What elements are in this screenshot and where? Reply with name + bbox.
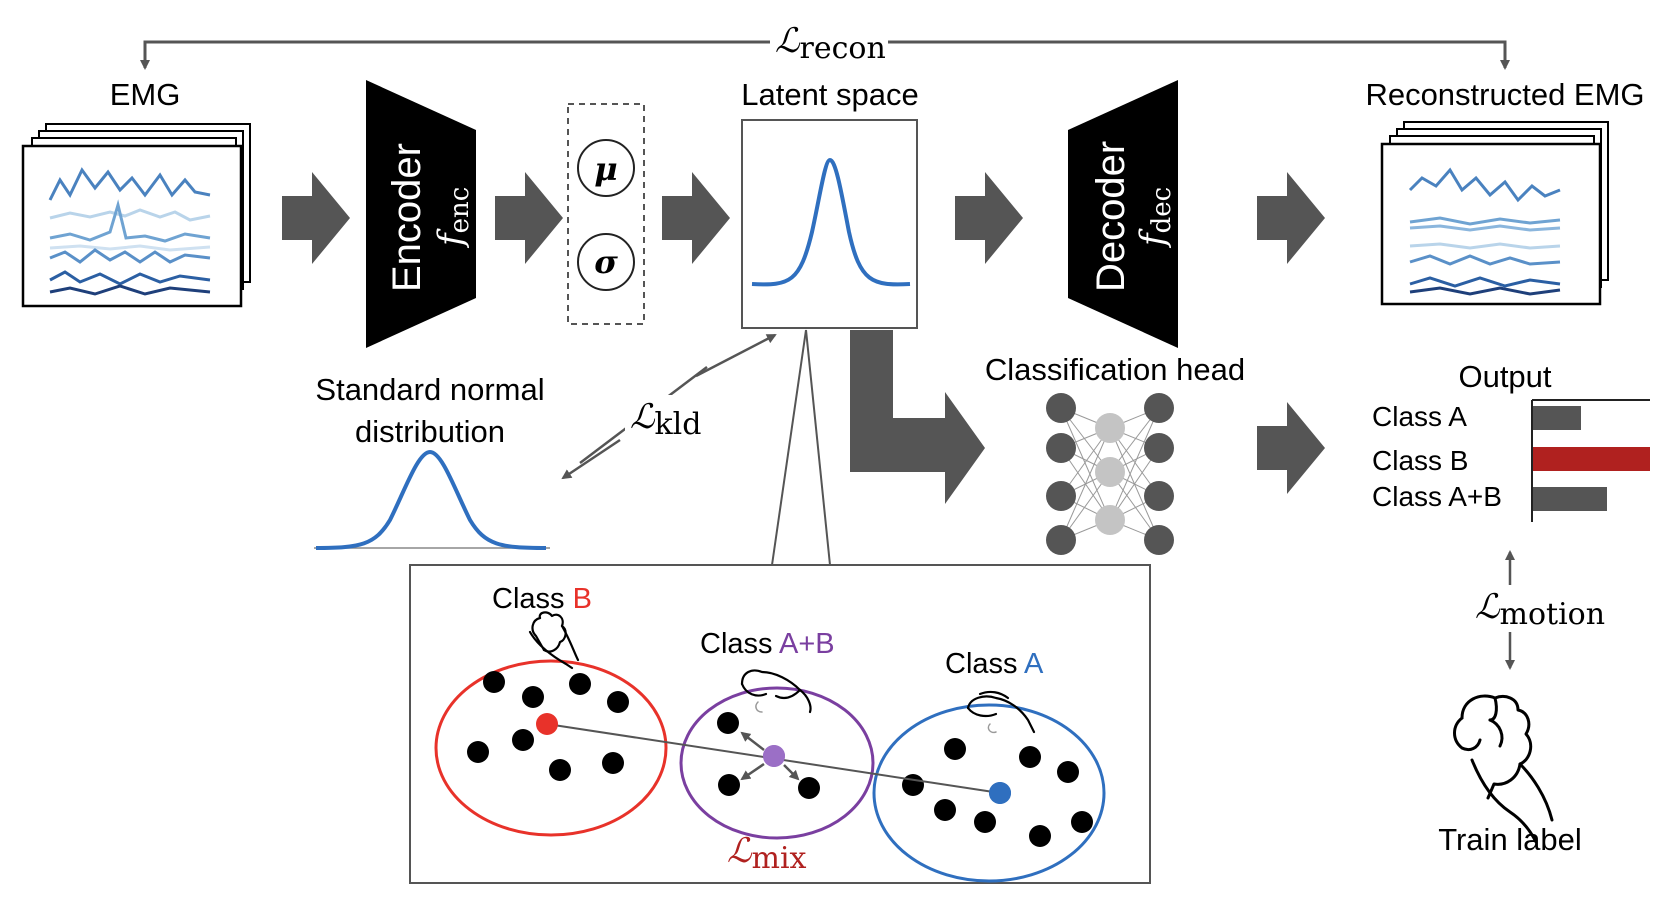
class-a-hand-icon xyxy=(966,690,1036,734)
sigma-label: σ xyxy=(594,243,618,281)
recon-loss-bracket xyxy=(140,40,1510,70)
mu-label: μ xyxy=(594,150,617,188)
emg-title: EMG xyxy=(110,77,181,112)
output-bars xyxy=(1533,406,1650,511)
latent-space-title: Latent space xyxy=(741,77,919,112)
class-b-hand-icon xyxy=(528,611,580,670)
encoder-block xyxy=(366,80,476,348)
reconstructed-emg-title: Reconstructed EMG xyxy=(1365,77,1644,112)
flow-arrows xyxy=(282,172,1325,504)
standard-normal-curve xyxy=(315,449,547,550)
output-label-class-ab: Class A+B xyxy=(1372,481,1502,512)
mu-sigma-box xyxy=(567,103,645,325)
class-b-title: Class B xyxy=(492,583,592,615)
class-a-title: Class A xyxy=(945,648,1044,680)
mix-loss-label: ℒmix xyxy=(727,831,807,876)
output-label-class-b: Class B xyxy=(1372,445,1468,476)
f-dec-label: fdec xyxy=(1133,187,1177,249)
output-bar-class-b xyxy=(1533,447,1650,471)
reconstructed-emg-signals xyxy=(1408,167,1561,296)
class-b-centroid xyxy=(536,713,558,735)
class-ab-centroid xyxy=(763,745,785,767)
mu-node xyxy=(577,139,635,197)
output-bar-class-ab xyxy=(1533,487,1607,511)
zoom-line-left xyxy=(771,329,807,566)
class-ab-title: Class A+B xyxy=(700,628,835,660)
output-title: Output xyxy=(1458,359,1551,394)
kld-arrow-to-normal xyxy=(561,438,621,480)
train-label-title: Train label xyxy=(1438,822,1582,857)
class-ab-arrows xyxy=(740,731,800,781)
sigma-node xyxy=(577,233,635,291)
encoder-label: Encoder xyxy=(385,143,429,292)
class-a-centroid xyxy=(989,782,1011,804)
motion-loss-label: ℒmotion xyxy=(1475,587,1605,632)
latent-space-box xyxy=(741,119,918,329)
classification-network xyxy=(1046,393,1174,555)
output-label-class-a: Class A xyxy=(1372,401,1467,432)
standard-normal-title-line1: Standard normal xyxy=(315,372,544,407)
latent-gaussian-curve xyxy=(751,157,911,287)
standard-normal-title-line2: distribution xyxy=(355,414,505,449)
fist-hand-icon xyxy=(1453,694,1554,844)
class-b-cluster xyxy=(434,659,668,837)
emg-signals xyxy=(48,167,211,296)
class-ab-hand-icon xyxy=(740,669,812,714)
class-a-cluster xyxy=(872,703,1106,883)
decoder-label: Decoder xyxy=(1089,141,1133,292)
latent-detail-box xyxy=(409,564,1151,884)
kld-arrow-to-latent xyxy=(695,333,777,378)
recon-loss-label: ℒrecon xyxy=(775,21,886,66)
class-ab-cluster xyxy=(679,686,875,840)
kld-loss-label: ℒkld xyxy=(630,397,701,442)
kld-label-bg xyxy=(625,395,715,443)
zoom-line-right xyxy=(805,329,831,566)
output-bar-class-a xyxy=(1533,406,1581,430)
decoder-block xyxy=(1068,80,1178,348)
reconstructed-emg-stack xyxy=(1380,121,1609,306)
class-b-points xyxy=(467,671,629,781)
classification-head-title: Classification head xyxy=(985,352,1245,387)
